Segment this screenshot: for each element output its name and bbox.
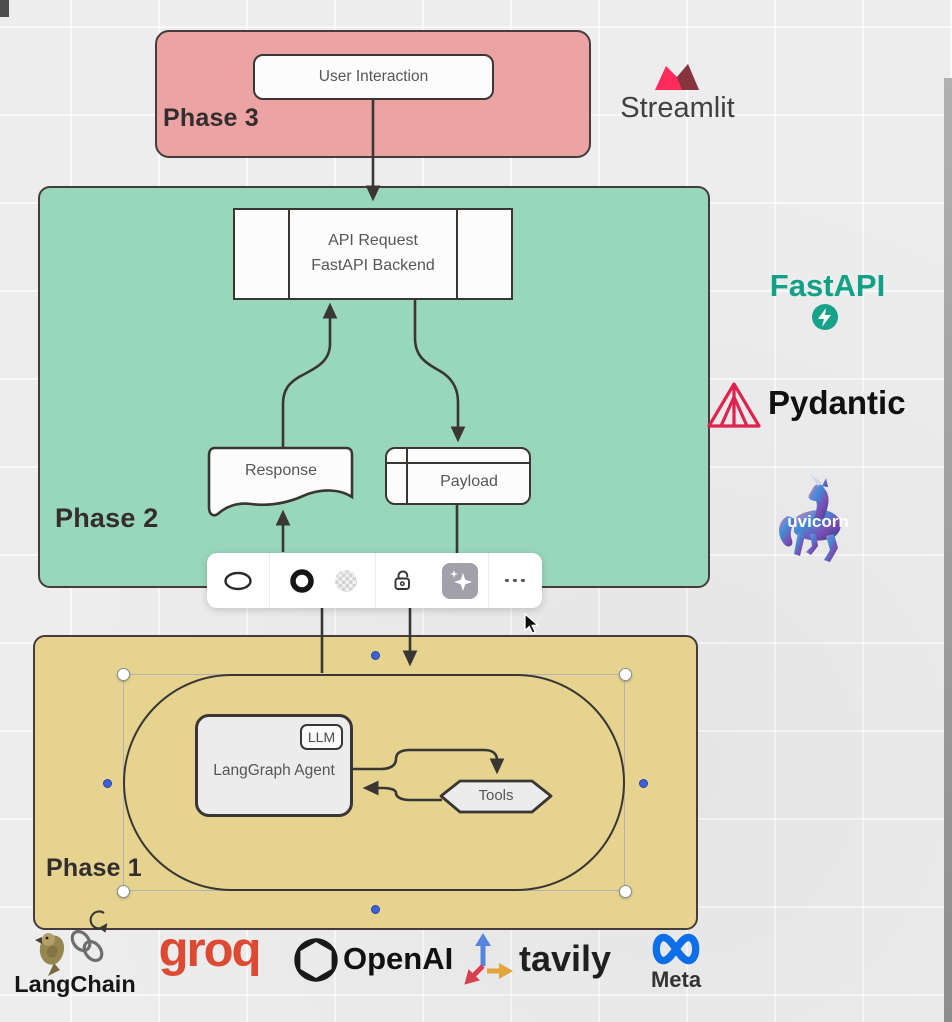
phase2-label: Phase 2: [55, 503, 159, 533]
streamlit-logo[interactable]: [654, 62, 700, 92]
api-node-left-band: [235, 210, 290, 298]
selection-handle-bottom-right[interactable]: [619, 885, 632, 898]
more-options-button[interactable]: [500, 553, 530, 608]
uvicorn-logo: uvicorn: [779, 474, 849, 562]
selection-handle-bottom-left[interactable]: [117, 885, 130, 898]
unicorn-ear: [822, 478, 828, 487]
parrot-tail: [48, 963, 60, 976]
unicorn-horn: [810, 474, 822, 486]
api-request-line1: API Request: [328, 232, 418, 250]
openai-logo[interactable]: [293, 937, 339, 983]
connection-dot-right[interactable]: [639, 779, 648, 788]
api-request-node[interactable]: API Request FastAPI Backend: [233, 208, 513, 300]
phase1-label: Phase 1: [46, 854, 142, 882]
ai-sparkle-button[interactable]: [442, 553, 478, 608]
screen-artifact-corner: [0, 0, 9, 17]
parrot-eye: [45, 936, 49, 940]
langchain-label: LangChain: [14, 971, 136, 997]
selection-handle-top-right[interactable]: [619, 668, 632, 681]
payload-divider-vertical: [406, 449, 409, 503]
fastapi-logo[interactable]: [811, 303, 839, 331]
transparency-circle-button[interactable]: [331, 553, 361, 608]
response-label: Response: [244, 462, 318, 479]
parrot-wing: [46, 945, 58, 958]
toolbar-divider: [269, 553, 270, 608]
tools-label: Tools: [478, 787, 514, 804]
connection-dot-bottom[interactable]: [371, 905, 380, 914]
api-request-line2: FastAPI Backend: [311, 257, 435, 274]
unicorn-leg1: [794, 532, 805, 556]
pydantic-label: Pydantic: [768, 384, 906, 421]
chain-links: [70, 929, 104, 963]
tavily-logo[interactable]: [462, 932, 514, 988]
user-interaction-label: User Interaction: [318, 68, 429, 85]
groq-logo[interactable]: groq: [158, 923, 262, 977]
streamlit-label: Streamlit: [620, 92, 735, 124]
user-interaction-node[interactable]: User Interaction: [253, 54, 494, 100]
llm-badge-label: LLM: [307, 729, 336, 745]
fastapi-label: FastAPI: [769, 268, 886, 303]
toolbar-divider: [488, 553, 489, 608]
parrot-beak: [35, 937, 42, 944]
toolbar-divider: [375, 553, 376, 608]
meta-logo[interactable]: [645, 928, 707, 970]
unicorn-leg2: [824, 534, 838, 562]
bold-circle-icon: [290, 568, 314, 593]
parrot-head: [42, 933, 55, 946]
unlock-icon: [394, 570, 410, 590]
meta-label: Meta: [650, 967, 702, 992]
api-node-right-band: [456, 210, 511, 298]
unlock-button[interactable]: [387, 553, 417, 608]
ai-sparkle-icon: [442, 562, 478, 599]
transparency-circle-icon: [335, 569, 357, 592]
langchain-logo[interactable]: [34, 926, 112, 978]
unicorn-body: [794, 510, 841, 541]
pydantic-logo[interactable]: [706, 381, 762, 431]
langgraph-agent-label: LangGraph Agent: [213, 762, 335, 779]
langgraph-agent-node[interactable]: LangGraph Agent: [195, 714, 353, 817]
selection-handle-top-left[interactable]: [117, 668, 130, 681]
payload-node[interactable]: Payload: [385, 447, 531, 505]
unicorn-tail: [779, 516, 798, 547]
screen-artifact-right-edge: [944, 78, 952, 1022]
connection-dot-left[interactable]: [103, 779, 112, 788]
unicorn-neck-head: [808, 484, 829, 520]
phase3-label: Phase 3: [163, 104, 259, 132]
selection-toolbar: [207, 553, 542, 608]
payload-label: Payload: [440, 473, 498, 490]
llm-badge[interactable]: LLM: [300, 724, 343, 750]
mouse-cursor: [524, 613, 540, 635]
oval-shape-icon: [224, 571, 252, 590]
unicorn-leg3: [806, 534, 818, 555]
payload-divider-horizontal: [387, 462, 529, 465]
openai-label: OpenAI: [343, 941, 454, 976]
uvicorn-label: uvicorn: [787, 512, 848, 531]
connection-dot-top[interactable]: [371, 651, 380, 660]
oval-shape-button[interactable]: [223, 553, 253, 608]
more-options-icon: [505, 578, 510, 583]
api-node-text: API Request FastAPI Backend: [290, 210, 456, 298]
bold-circle-button[interactable]: [287, 553, 317, 608]
tavily-label: tavily: [519, 938, 612, 979]
agent-loop-stadium-shape[interactable]: [123, 674, 625, 891]
